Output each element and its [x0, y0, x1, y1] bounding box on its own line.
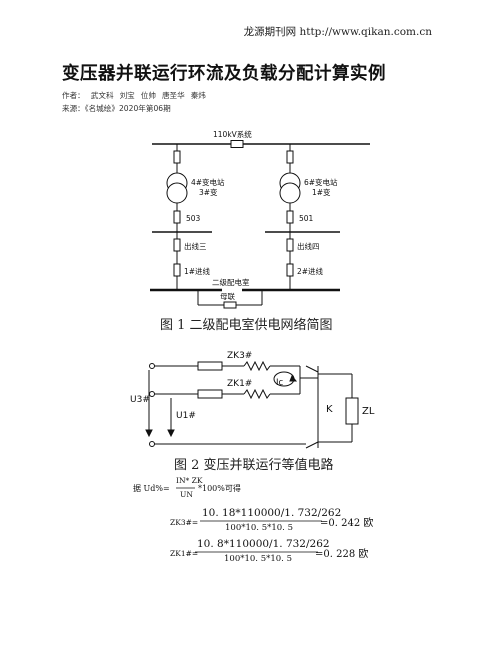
u1-label: U1# [176, 411, 196, 421]
feeder-label: 出线四 [297, 241, 320, 251]
figure-1-labels: 110kV系统 4#变电站 3#变 6#变电站 1#变 503 501 出线三 … [184, 129, 338, 301]
formula-1-prefix: 据 Ud%= [133, 484, 170, 493]
breaker-icon [173, 238, 181, 252]
formula-3-denominator: 100*10. 5*10. 5 [224, 554, 292, 564]
figure-2-circuit [145, 360, 359, 449]
transformer-icon [279, 182, 301, 204]
author-line: 作者： 武文科刘宝位帅唐圣华秦炜 [62, 90, 212, 101]
impedance-zk1 [197, 389, 223, 399]
zk3-label: ZK3# [227, 351, 252, 361]
station-label: 1#变 [312, 187, 331, 197]
author-name[interactable]: 武文科 [90, 91, 114, 100]
resistor-icon [243, 360, 271, 372]
formula-1-numerator: IN* ZK [176, 476, 203, 485]
switch-k-slant [305, 365, 319, 373]
inlet-label: 2#进线 [297, 266, 324, 276]
formula-3-rhs: =0. 228 欧 [315, 549, 369, 560]
zk1-label: ZK1# [227, 379, 252, 389]
breaker-number: 501 [299, 214, 314, 223]
load-zl [345, 397, 359, 425]
switch-k-label: K [326, 404, 333, 415]
feeder-label: 出线三 [184, 241, 207, 251]
u3-label: U3# [130, 395, 150, 405]
author-name[interactable]: 秦炜 [190, 91, 206, 100]
breaker-icon [173, 210, 181, 224]
bus-breaker [230, 140, 244, 148]
impedance-zk3 [197, 361, 223, 371]
breaker-icon [173, 263, 181, 277]
station-label: 6#变电站 [304, 177, 338, 187]
figure-1-network-diagram [150, 140, 370, 309]
source-line: 来源：《名城绘》2020年第06期 [62, 104, 171, 113]
arrow-head-icon [289, 375, 298, 382]
paper-title: 变压器并联运行环流及负载分配计算实例 [62, 64, 386, 84]
breaker-icon [286, 150, 294, 164]
authors-label: 作者： [62, 91, 85, 100]
figure-2-labels: ZK3# ZK1# Ic U3# U1# K ZL [130, 351, 375, 421]
tie-breaker [223, 301, 237, 309]
breaker-icon [286, 263, 294, 277]
formula-1-suffix: *100%可得 [198, 484, 241, 493]
tie-label: 母联 [220, 292, 235, 301]
terminals [149, 363, 155, 447]
formula-2-denominator: 100*10. 5*10. 5 [225, 523, 293, 533]
load-label: ZL [362, 406, 375, 417]
formula-3-numerator: 10. 8*110000/1. 732/262 [197, 538, 330, 550]
breaker-icon [286, 238, 294, 252]
ic-label: Ic [276, 378, 284, 388]
terminal-node [149, 363, 155, 369]
arrow-down-icon [145, 429, 153, 438]
transformer-icon [166, 182, 188, 204]
circulating-current-loop [273, 371, 295, 387]
formula-2-rhs: =0. 242 欧 [320, 518, 374, 529]
bus-label: 110kV系统 [213, 129, 252, 139]
site-header: 龙源期刊网 http://www.qikan.com.cn [243, 26, 432, 38]
terminal-node [149, 391, 155, 397]
terminal-node [149, 441, 155, 447]
formula-1-denominator: UN [180, 490, 193, 499]
author-name[interactable]: 位帅 [140, 91, 156, 100]
resistor-icon [243, 388, 271, 400]
station-label: 4#变电站 [191, 177, 225, 187]
inlet-label: 1#进线 [184, 266, 211, 276]
breaker-icon [173, 150, 181, 164]
figure-1-caption: 图 1 二级配电室供电网络简图 [160, 317, 333, 333]
breaker-number: 503 [186, 214, 201, 223]
room-label: 二级配电室 [212, 277, 250, 287]
figure-2-caption: 图 2 变压并联运行等值电路 [174, 457, 334, 473]
formula-2-numerator: 10. 18*110000/1. 732/262 [202, 507, 342, 519]
author-name[interactable]: 刘宝 [119, 91, 135, 100]
breaker-icon [286, 210, 294, 224]
station-label: 3#变 [199, 187, 218, 197]
switch-k-slant [305, 441, 319, 449]
author-name[interactable]: 唐圣华 [161, 91, 185, 100]
arrow-down-icon [167, 429, 175, 438]
formula-3-lhs: ZK1#= [170, 549, 199, 558]
formula-2-lhs: ZK3#= [170, 518, 199, 527]
